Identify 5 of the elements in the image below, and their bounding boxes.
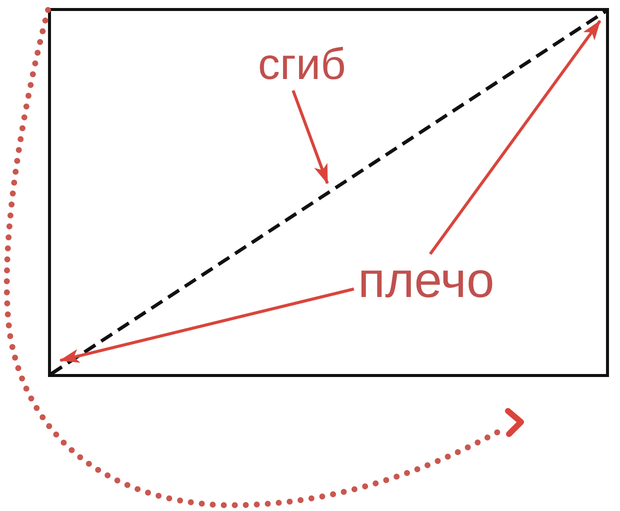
- leader-arrow: [292, 90, 329, 184]
- shoulder-label: плечо: [358, 255, 494, 305]
- leader-arrow: [428, 20, 602, 255]
- leader-arrow: [59, 288, 354, 363]
- fold-label: сгиб: [258, 43, 346, 87]
